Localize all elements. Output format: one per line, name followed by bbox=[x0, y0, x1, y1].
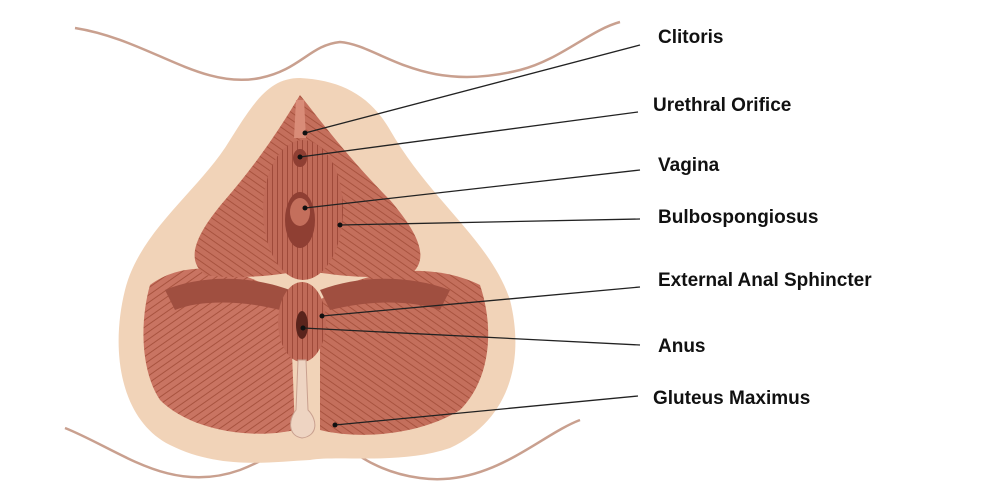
top-skin-contour bbox=[74, 20, 621, 81]
label-gluteus-maximus: Gluteus Maximus bbox=[653, 388, 811, 409]
gluteus-left bbox=[143, 268, 295, 434]
coccyx-shape bbox=[290, 359, 316, 439]
label-vagina: Vagina bbox=[658, 155, 720, 176]
clitoris-shape bbox=[294, 100, 306, 138]
label-clitoris: Clitoris bbox=[658, 27, 724, 48]
leader-dots bbox=[297, 130, 343, 428]
label-anus: Anus bbox=[658, 336, 706, 357]
anus-shape bbox=[296, 311, 308, 339]
label-external-anal-sphincter: External Anal Sphincter bbox=[658, 270, 872, 291]
label-bulbospongiosus: Bulbospongiosus bbox=[658, 207, 819, 228]
leader-lines bbox=[299, 44, 641, 426]
label-urethral-orifice: Urethral Orifice bbox=[653, 95, 792, 116]
left-transverse bbox=[165, 278, 290, 310]
right-transverse bbox=[320, 278, 450, 310]
